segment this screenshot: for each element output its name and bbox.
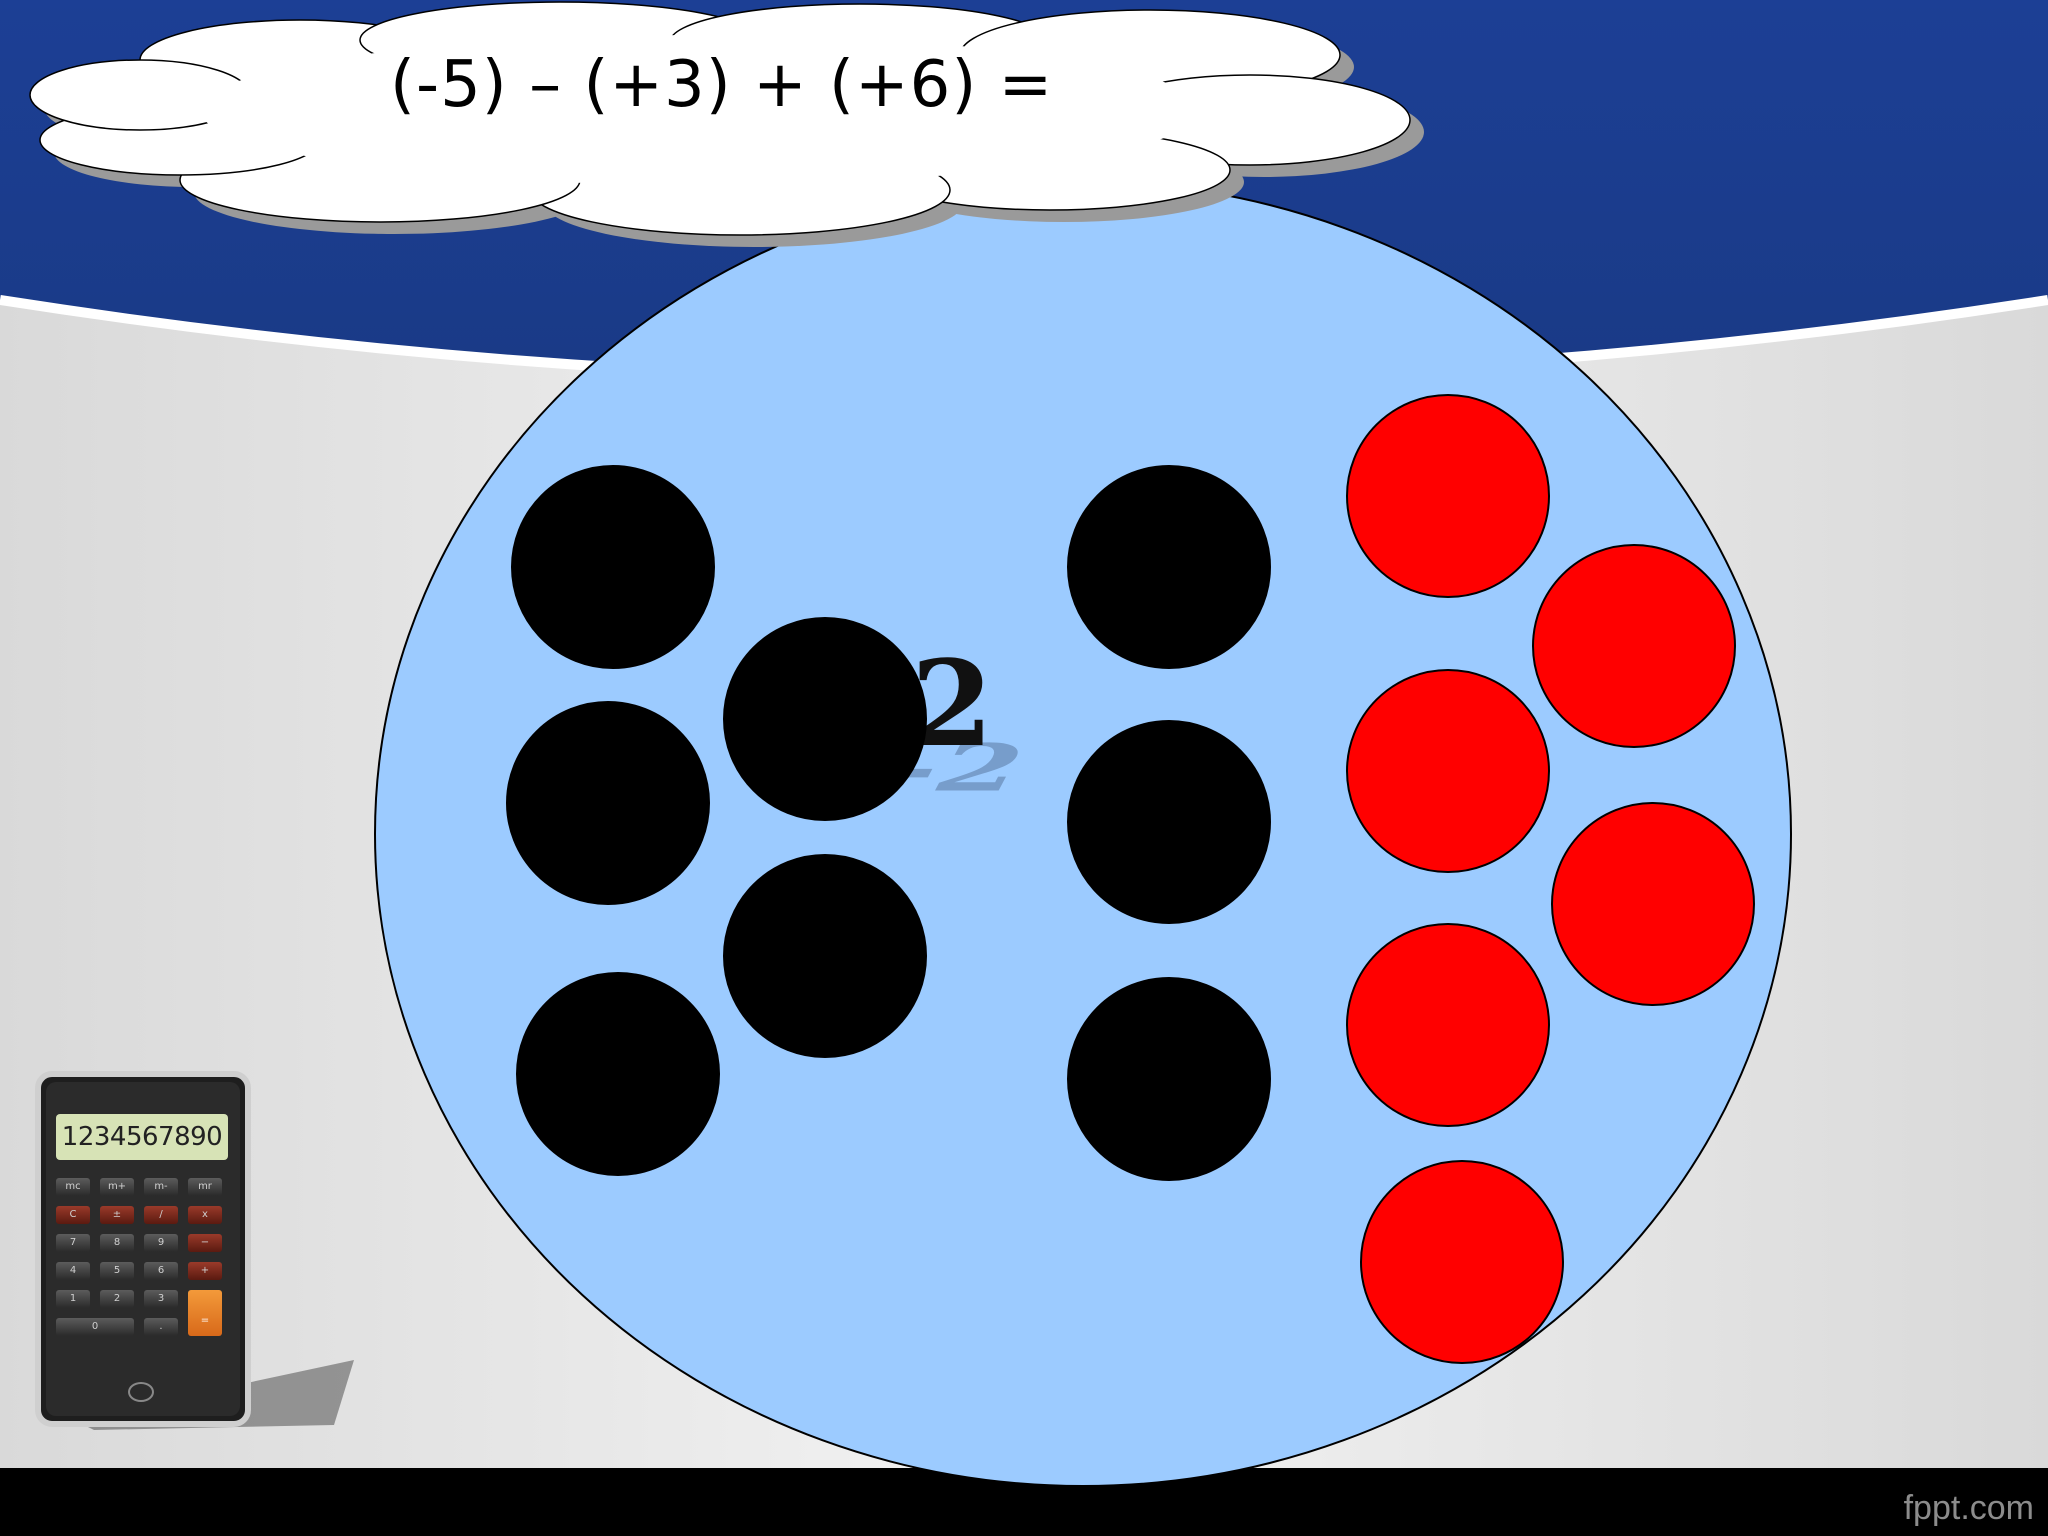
black-counter[interactable] [723,854,927,1058]
black-counter[interactable] [516,972,720,1176]
equation-text: (-5) – (+3) + (+6) = [390,48,1054,122]
calc-key: + [188,1262,222,1280]
calc-key: 0 [56,1318,134,1336]
black-counter[interactable] [1067,720,1271,924]
red-counter[interactable] [1346,669,1550,873]
calc-key: 2 [100,1290,134,1308]
calc-key: − [188,1234,222,1252]
calc-key: mr [188,1178,222,1196]
calc-key: 7 [56,1234,90,1252]
red-counter[interactable] [1346,394,1550,598]
equation-cloud [29,1,1424,247]
calc-key: = [188,1290,222,1336]
calc-key: 3 [144,1290,178,1308]
calc-key: 8 [100,1234,134,1252]
calc-key: / [144,1206,178,1224]
calc-key: mc [56,1178,90,1196]
calculator-display: 1234567890 [56,1114,228,1160]
calc-key: m- [144,1178,178,1196]
red-counter[interactable] [1551,802,1755,1006]
footer-watermark: fppt.com [1903,1489,2034,1527]
calc-key: 4 [56,1262,90,1280]
black-counter[interactable] [511,465,715,669]
calc-key: m+ [100,1178,134,1196]
calc-key: 1 [56,1290,90,1308]
black-counter[interactable] [1067,465,1271,669]
red-counter[interactable] [1532,544,1736,748]
black-counter[interactable] [506,701,710,905]
calc-key: 9 [144,1234,178,1252]
calculator-home-button [128,1382,154,1402]
calculator-illustration: 1234567890 mc m+ m- mr C ± / x 7 8 9 − 4… [34,1070,354,1430]
calc-key: . [144,1318,178,1336]
calc-key: C [56,1206,90,1224]
calc-key: 5 [100,1262,134,1280]
calc-key: x [188,1206,222,1224]
black-counter[interactable] [1067,977,1271,1181]
calc-key: 6 [144,1262,178,1280]
red-counter[interactable] [1346,923,1550,1127]
red-counter[interactable] [1360,1160,1564,1364]
calc-key: ± [100,1206,134,1224]
black-counter[interactable] [723,617,927,821]
